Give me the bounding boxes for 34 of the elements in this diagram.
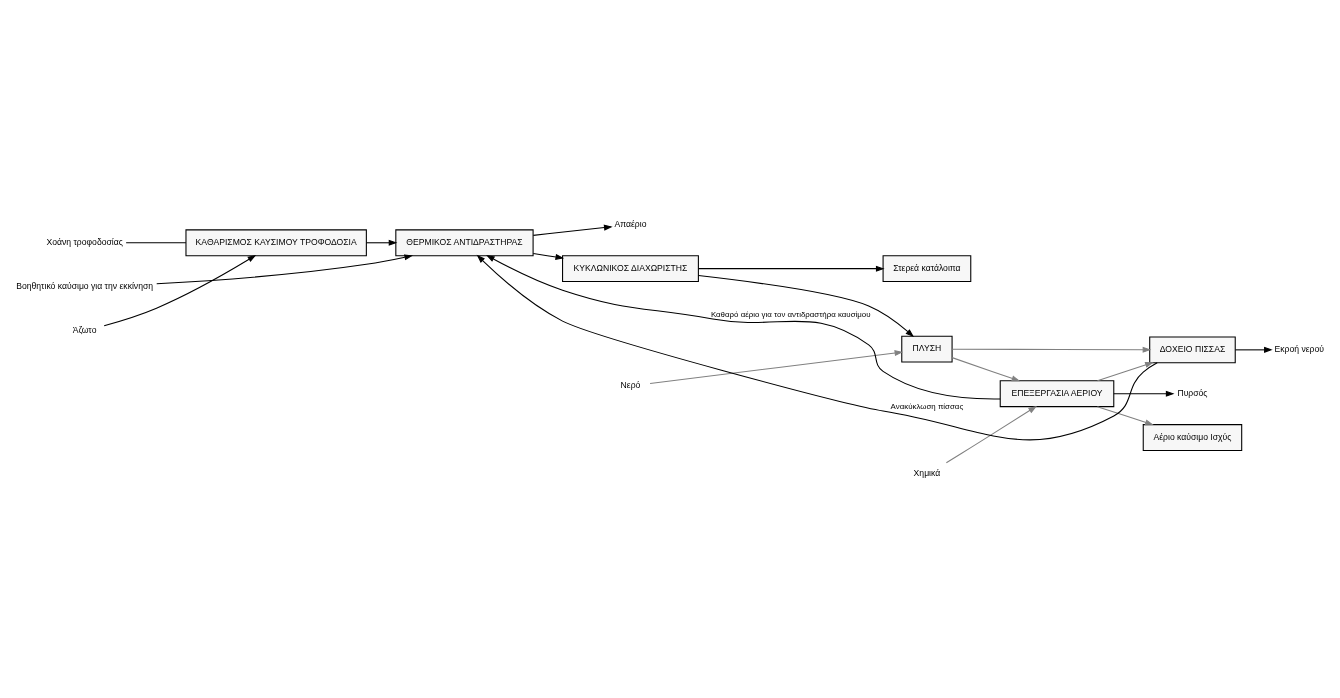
arrow — [951, 356, 1021, 381]
node-box: ΠΛΥΣΗ — [901, 335, 953, 363]
arrow — [1113, 390, 1175, 397]
node-box: Αέριο καύσιμο Ισχύς — [1142, 423, 1243, 451]
node-text: Νερό — [620, 379, 641, 390]
node-text: Χημικά — [913, 467, 941, 478]
arrow — [532, 252, 565, 260]
node-text: Βοηθητικό καύσιμο για την εκκίνηση — [16, 280, 154, 291]
node-box: Στερεά κατάλοιπα — [882, 254, 972, 282]
arrow — [945, 405, 1037, 463]
node-text: Χοάνη τροφοδοσίας — [46, 236, 123, 247]
arrow — [532, 224, 613, 236]
arrow — [951, 346, 1152, 353]
edge-label: Καθαρό αέριο για τον αντιδραστήρα καυσίμου — [710, 309, 871, 319]
node-text: Πυρσός — [1177, 387, 1208, 398]
node-box: ΚΑΘΑΡΙΣΜΟΣ ΚΑΥΣΙΜΟΥ ΤΡΟΦΟΔΟΣΙΑ — [185, 228, 367, 256]
arrow — [156, 253, 414, 284]
arrow — [1096, 361, 1154, 381]
node-box: ΕΠΕΞΕΡΓΑΣΙΑ ΑΕΡΙΟΥ — [999, 379, 1115, 407]
node-box: ΚΥΚΛΩΝΙΚΟΣ ΔΙΑΧΩΡΙΣΤΗΣ — [562, 254, 699, 282]
connector — [125, 241, 187, 243]
arrow — [697, 265, 885, 272]
arrow — [365, 239, 398, 246]
edge-label: Ανακύκλωση πίσσας — [890, 401, 964, 411]
arrow — [103, 254, 257, 326]
arrow — [1234, 346, 1273, 353]
arrow — [697, 274, 914, 337]
arrow — [1096, 405, 1154, 425]
node-text: Εκροή νερού — [1274, 343, 1324, 354]
node-box: ΘΕΡΜΙΚΟΣ ΑΝΤΙΔΡΑΣΤΗΡΑΣ — [395, 228, 534, 256]
node-text: Άζωτο — [72, 324, 97, 335]
arrow — [649, 349, 904, 384]
node-box: ΔΟΧΕΙΟ ΠΙΣΣΑΣ — [1149, 335, 1236, 363]
node-text: Απαέριο — [614, 218, 647, 229]
